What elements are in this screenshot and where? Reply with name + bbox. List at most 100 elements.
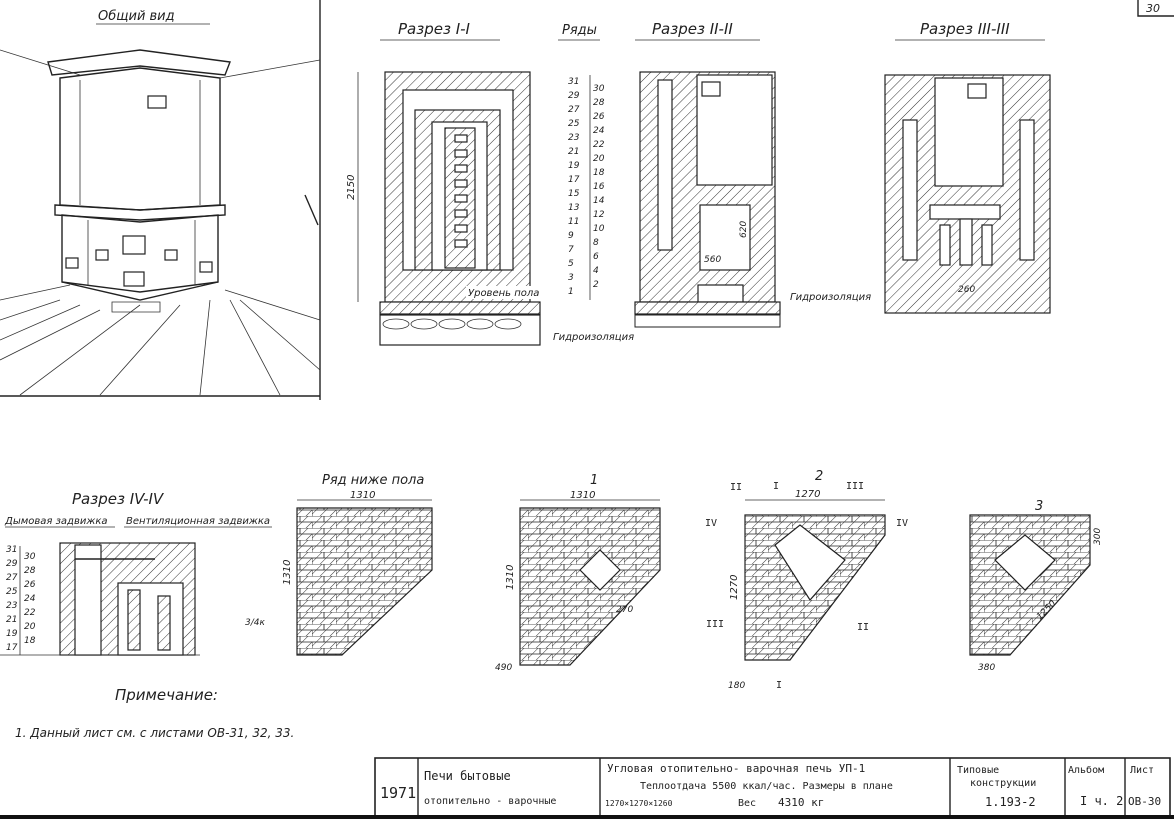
section-2: Разрез II-II 560 620 Гидроизоляция: [634, 20, 871, 328]
row-number: 8: [593, 238, 599, 248]
note-text: 1. Данный лист см. с листами ОВ-31, 32, …: [15, 726, 294, 740]
row-number: 28: [24, 566, 36, 576]
title-block-series-code: 1.193-2: [985, 795, 1036, 809]
section-2-width-dim: 560: [704, 255, 721, 265]
plan-row-2: 2 1270 1270 180 II I III IV IV III II I: [705, 469, 908, 691]
row-number: 29: [6, 559, 18, 569]
plans-2-cut-marks-0: I: [773, 481, 779, 492]
row-number: 21: [6, 615, 17, 625]
title-block-album: I ч. 2: [1080, 794, 1123, 808]
plans-0-note: 3/4к: [245, 618, 265, 628]
waterproofing-label-2: Гидроизоляция: [790, 292, 871, 303]
smoke-damper-label: Дымовая задвижка: [4, 516, 108, 527]
plans-2-side-dim: 1270: [729, 575, 740, 600]
title-block-series-2: конструкции: [970, 778, 1036, 789]
row-number: 25: [6, 587, 18, 597]
vent-damper-label: Вентиляционная задвижка: [126, 516, 270, 527]
foundation-1: [379, 314, 541, 346]
row-number: 20: [24, 622, 36, 632]
row-number: 19: [568, 161, 580, 171]
section-4-title: Разрез IV-IV: [72, 490, 165, 508]
row-number: 29: [568, 91, 580, 101]
row-number: 27: [6, 573, 18, 583]
row-number: 22: [24, 608, 36, 618]
row-number: 11: [568, 217, 579, 227]
row-number: 3: [568, 273, 574, 283]
rows-title: Ряды: [562, 23, 597, 38]
plan-row-1: 1 1310 1310 270 490: [495, 473, 661, 673]
plans-2-cut-marks-3: IV: [705, 518, 717, 529]
section-2-title: Разрез II-II: [652, 20, 733, 38]
title-block-weight: 4310 кг: [778, 796, 824, 809]
row-number: 25: [568, 119, 580, 129]
title-block-series-1: Типовые: [957, 765, 999, 776]
floor-level-label: Уровень пола: [468, 288, 539, 299]
row-number: 17: [568, 175, 580, 185]
row-number: 31: [568, 77, 579, 87]
plans-1-inner-dim: 270: [616, 605, 633, 615]
sheet-corner-number: 30: [1146, 2, 1160, 15]
title-block-name-1: Угловая отопительно- варочная печь УП-1: [607, 762, 865, 775]
plans-1-diag-dim: 490: [495, 663, 512, 673]
row-number: 5: [568, 259, 574, 269]
title-block-year: 1971: [380, 784, 416, 802]
section-3: Разрез III-III 260: [884, 20, 1051, 314]
plans-0-title: Ряд ниже пола: [322, 473, 424, 488]
title-block-name-2: Теплоотдача 5500 ккал/час. Размеры в пла…: [640, 781, 893, 792]
section-3-title: Разрез III-III: [920, 20, 1010, 38]
section-1: Разрез I-I 2150 Уровень пола Гидроизоляц…: [346, 20, 634, 346]
plans-2-cut-marks-6: III: [706, 619, 724, 630]
row-number: 12: [593, 210, 605, 220]
plan-row-3: 3 300 1250 380: [969, 499, 1103, 673]
section-3-dim: 260: [958, 285, 975, 295]
row-number: 13: [568, 203, 580, 213]
row-number: 19: [6, 629, 18, 639]
plans-3-title: 3: [1035, 499, 1043, 514]
plans-2-title: 2: [815, 469, 823, 484]
row-number: 26: [24, 580, 36, 590]
row-number: 6: [593, 252, 599, 262]
plans-1-title: 1: [590, 473, 598, 488]
row-number: 2: [593, 280, 599, 290]
row-number: 18: [24, 636, 36, 646]
perspective-title: Общий вид: [98, 9, 175, 24]
title-block-sheet: ОВ-30: [1128, 795, 1161, 808]
row-number: 14: [593, 196, 605, 206]
row-number: 22: [593, 140, 605, 150]
floor-level-label-bg: [466, 286, 548, 299]
note: Примечание: 1. Данный лист см. с листами…: [15, 686, 294, 740]
plans-2-diag-dim: 180: [728, 681, 745, 691]
title-block-sheet-label: Лист: [1130, 765, 1154, 776]
row-number: 20: [593, 154, 605, 164]
row-number: 30: [593, 84, 605, 94]
sheet-corner-number: 30: [1137, 0, 1174, 17]
row-number: 30: [24, 552, 36, 562]
plans-2-cut-marks-5: II: [857, 622, 869, 633]
plans-0-side-dim: 1310: [282, 560, 293, 585]
plans-3-side-dim: 300: [1093, 528, 1103, 545]
row-number: 26: [593, 112, 605, 122]
title-block-category-2: отопительно - варочные: [424, 796, 556, 807]
plans-0-top-dim: 1310: [350, 490, 375, 501]
note-title: Примечание:: [115, 686, 218, 704]
row-number: 17: [6, 643, 18, 653]
row-number: 31: [6, 545, 17, 555]
section-2-height-dim: 620: [739, 221, 749, 238]
row-number: 23: [568, 133, 580, 143]
title-block-weight-label: Вес: [738, 798, 756, 809]
plans-2-cut-marks-7: IV: [896, 518, 908, 529]
row-number: 23: [6, 601, 18, 611]
plan-row-below-floor: Ряд ниже пола 1310 1310 3/4к: [245, 473, 433, 656]
section-1-vent-openings: [454, 134, 468, 248]
plans-1-top-dim: 1310: [570, 490, 595, 501]
row-number: 24: [593, 126, 605, 136]
perspective-view: Общий вид: [0, 0, 321, 400]
plans-1-side-dim: 1310: [505, 565, 516, 590]
row-number: 15: [568, 189, 580, 199]
plans-2-cut-marks-4: I: [776, 680, 782, 691]
row-number: 21: [568, 147, 579, 157]
title-block: 1971 Печи бытовые отопительно - варочные…: [0, 757, 1174, 819]
section-4: Разрез IV-IV Дымовая задвижка Вентиляцио…: [0, 490, 272, 656]
plans-3-bottom-dim: 380: [978, 663, 995, 673]
